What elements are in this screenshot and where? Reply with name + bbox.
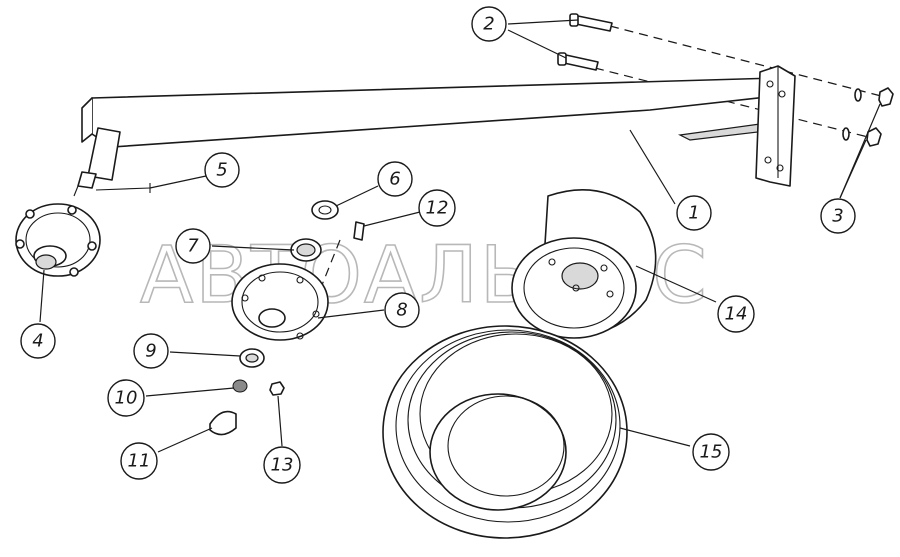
callout-4-label: 4 [32, 331, 43, 352]
callout-11: 11 [120, 442, 158, 480]
callout-14: 14 [717, 295, 755, 333]
callout-10-label: 10 [115, 388, 138, 409]
seal-7 [290, 238, 322, 262]
wheel-rim-14 [511, 188, 657, 339]
callout-3-label: 3 [832, 206, 843, 227]
callout-6: 6 [377, 161, 413, 197]
cotter-pin [95, 183, 151, 193]
callout-10: 10 [107, 379, 145, 417]
hub-assembly [15, 203, 101, 277]
cap-11 [209, 410, 237, 436]
callout-8: 8 [384, 292, 420, 328]
callout-1: 1 [676, 195, 712, 231]
callout-15: 15 [692, 433, 730, 471]
bolts [557, 13, 613, 71]
callout-7: 7 [175, 228, 211, 264]
callout-8-label: 8 [396, 300, 407, 321]
callout-3: 3 [820, 198, 856, 234]
callout-12: 12 [418, 189, 456, 227]
callout-6-label: 6 [389, 169, 400, 190]
bearing-9 [239, 348, 265, 368]
callout-9: 9 [133, 333, 169, 369]
hub-flange-8 [231, 263, 329, 341]
callout-14-label: 14 [725, 304, 748, 325]
stud-12 [353, 221, 365, 241]
callout-2-label: 2 [483, 14, 494, 35]
tire-15 [382, 325, 628, 539]
axle-beam [73, 65, 796, 197]
callout-1-label: 1 [688, 203, 699, 224]
callout-13-label: 13 [271, 455, 294, 476]
callout-5-label: 5 [216, 160, 227, 181]
callout-9-label: 9 [145, 341, 156, 362]
washer-6 [311, 200, 339, 220]
nuts-washers [842, 87, 894, 147]
callout-7-label: 7 [187, 236, 199, 257]
callout-13: 13 [263, 446, 301, 484]
callout-15-label: 15 [700, 442, 723, 463]
callout-11-label: 11 [128, 451, 151, 472]
leader-lines [39, 19, 881, 453]
callout-4: 4 [20, 323, 56, 359]
nut-13 [269, 381, 285, 396]
callout-2: 2 [471, 6, 507, 42]
callout-5: 5 [204, 152, 240, 188]
callout-12-label: 12 [426, 198, 449, 219]
nut-10 [232, 379, 248, 393]
